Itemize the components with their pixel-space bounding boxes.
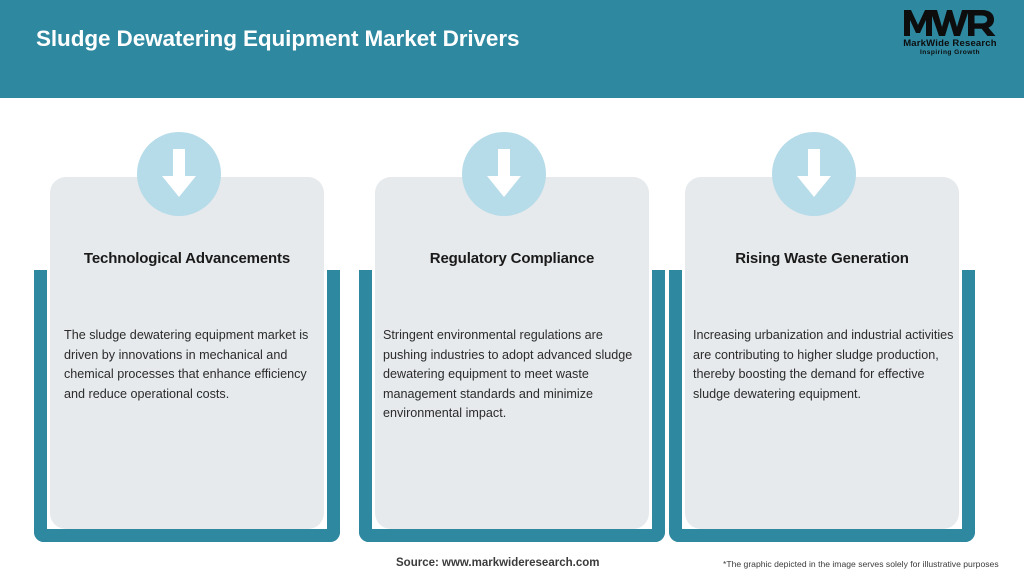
card-body: [685, 177, 959, 529]
card-heading: Rising Waste Generation: [735, 250, 909, 267]
card-body: [50, 177, 324, 529]
driver-card[interactable]: Technological Advancements The sludge de…: [34, 98, 340, 542]
card-bracket-accent: [34, 270, 340, 542]
mwr-logo-icon: [904, 10, 996, 36]
logo-company-name: MarkWide Research: [903, 38, 997, 49]
card-body-text: Increasing urbanization and industrial a…: [693, 328, 954, 401]
logo-tagline: Inspiring Growth: [920, 49, 980, 56]
card-heading: Technological Advancements: [83, 250, 291, 267]
arrow-down-glyph: [797, 149, 831, 197]
source-attribution: Source: www.markwideresearch.com: [396, 557, 600, 569]
card-body: [375, 177, 649, 529]
illustrative-disclaimer: *The graphic depicted in the image serve…: [723, 559, 999, 569]
arrow-down-icon: [462, 132, 546, 216]
brand-logo: MarkWide Research Inspiring Growth: [894, 8, 1006, 62]
card-bracket-accent: [359, 270, 665, 542]
card-bracket-accent: [669, 270, 975, 542]
driver-card[interactable]: Rising Waste Generation Increasing urban…: [669, 98, 975, 542]
card-body-text: The sludge dewatering equipment market i…: [64, 328, 309, 401]
arrow-down-icon: [137, 132, 221, 216]
card-heading: Regulatory Compliance: [429, 250, 595, 267]
header-bar: [0, 0, 1024, 98]
card-body-text: Stringent environmental regulations are …: [383, 328, 633, 420]
arrow-down-glyph: [487, 149, 521, 197]
arrow-down-glyph: [162, 149, 196, 197]
drivers-card-region: Technological Advancements The sludge de…: [0, 98, 1024, 542]
page-title: Sludge Dewatering Equipment Market Drive…: [36, 26, 520, 51]
arrow-down-icon: [772, 132, 856, 216]
driver-card[interactable]: Regulatory Compliance Stringent environm…: [359, 98, 665, 542]
